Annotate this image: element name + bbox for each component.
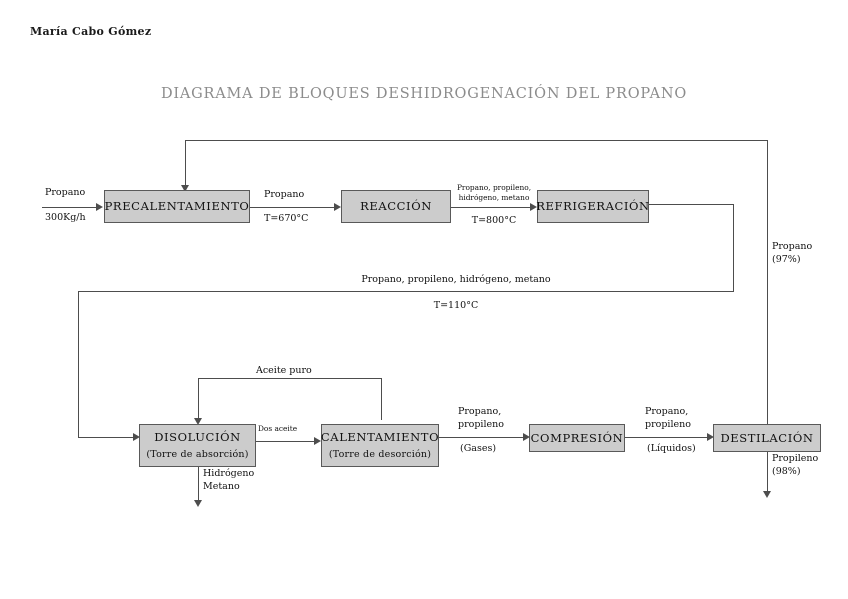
ref-to-dis-run [78,291,734,292]
aceite-puro-label: Aceite puro [256,365,312,376]
product-label: Propileno (98%) [772,453,819,477]
recycle-top-run [185,140,768,141]
recycle-propano-label: Propano (97%) [772,241,813,265]
recycle-top-arrowhead [181,185,189,192]
block-destilacion[interactable]: DESTILACIÓN [713,424,821,452]
block-disolucion[interactable]: DISOLUCIÓN (Torre de absorción) [139,424,256,467]
ref-to-dis-entry [78,437,134,438]
author-name: María Cabo Gómez [30,25,152,38]
block-calentamiento-sublabel: (Torre de desorción) [328,449,432,461]
dis-to-cal-label: Dos aceite [258,424,298,433]
aceite-puro-drop [198,378,199,419]
block-refrigeracion-label: REFRIGERACIÓN [536,199,650,214]
dis-to-cal-arrowhead [314,437,321,445]
com-to-des-phase-label: (Líquidos) [647,443,696,454]
aceite-puro-riser [381,378,382,420]
aceite-puro-arrowhead [194,418,202,425]
com-to-des-arrowhead [707,433,714,441]
recycle-top-drop [185,140,186,186]
block-destilacion-label: DESTILACIÓN [720,430,814,445]
cal-to-com-phase-label: (Gases) [460,443,497,454]
pre-to-rea-line [250,207,335,208]
cal-to-com-line [439,437,524,438]
pre-to-rea-arrowhead [334,203,341,211]
recycle-top-riser [767,140,768,430]
block-calentamiento[interactable]: CALENTAMIENTO (Torre de desorción) [321,424,439,467]
feed-name-label: Propano [45,187,86,198]
block-refrigeracion[interactable]: REFRIGERACIÓN [536,190,650,223]
block-disolucion-sublabel: (Torre de absorción) [146,449,249,461]
rea-to-ref-line [451,207,531,208]
rea-to-ref-temp-label: T=800°C [471,215,517,226]
dis-to-cal-line [256,441,315,442]
ref-to-dis-temp-label: T=110°C [433,300,479,311]
page-title: DIAGRAMA DE BLOQUES DESHIDROGENACIÓN DEL… [160,86,688,102]
block-reaccion-label: REACCIÓN [360,199,432,214]
ref-to-dis-composition-label: Propano, propileno, hidrógeno, metano [361,274,551,285]
ref-to-dis-arrowhead [133,433,140,441]
com-to-des-name-label: Propano, propileno [645,406,691,430]
rea-to-ref-composition-label: Propano, propileno, hidrógeno, metano [456,183,532,202]
ref-to-dis-drop [78,291,79,437]
cal-to-com-arrowhead [523,433,530,441]
block-calentamiento-label: CALENTAMIENTO [320,429,440,444]
cal-to-com-name-label: Propano, propileno [458,406,504,430]
feed-arrowhead [96,203,103,211]
block-precalentamiento[interactable]: PRECALENTAMIENTO [104,190,250,223]
block-disolucion-label: DISOLUCIÓN [154,429,241,444]
pre-to-rea-name-label: Propano [264,189,305,200]
feed-line [42,207,97,208]
ref-out-drop [733,204,734,291]
disolucion-vent-line [198,467,199,504]
disolucion-vent-arrowhead [194,500,202,507]
com-to-des-line [625,437,708,438]
block-precalentamiento-label: PRECALENTAMIENTO [104,199,250,214]
product-line [767,452,768,495]
product-arrowhead [763,491,771,498]
ref-out-run [649,204,734,205]
rea-to-ref-arrowhead [530,203,537,211]
disolucion-vent-label: Hidrógeno Metano [203,468,255,492]
block-reaccion[interactable]: REACCIÓN [341,190,451,223]
aceite-puro-run [198,378,382,379]
pre-to-rea-temp-label: T=670°C [264,213,309,224]
block-compresion-label: COMPRESIÓN [530,430,624,445]
block-compresion[interactable]: COMPRESIÓN [529,424,625,452]
feed-rate-label: 300Kg/h [45,212,86,223]
